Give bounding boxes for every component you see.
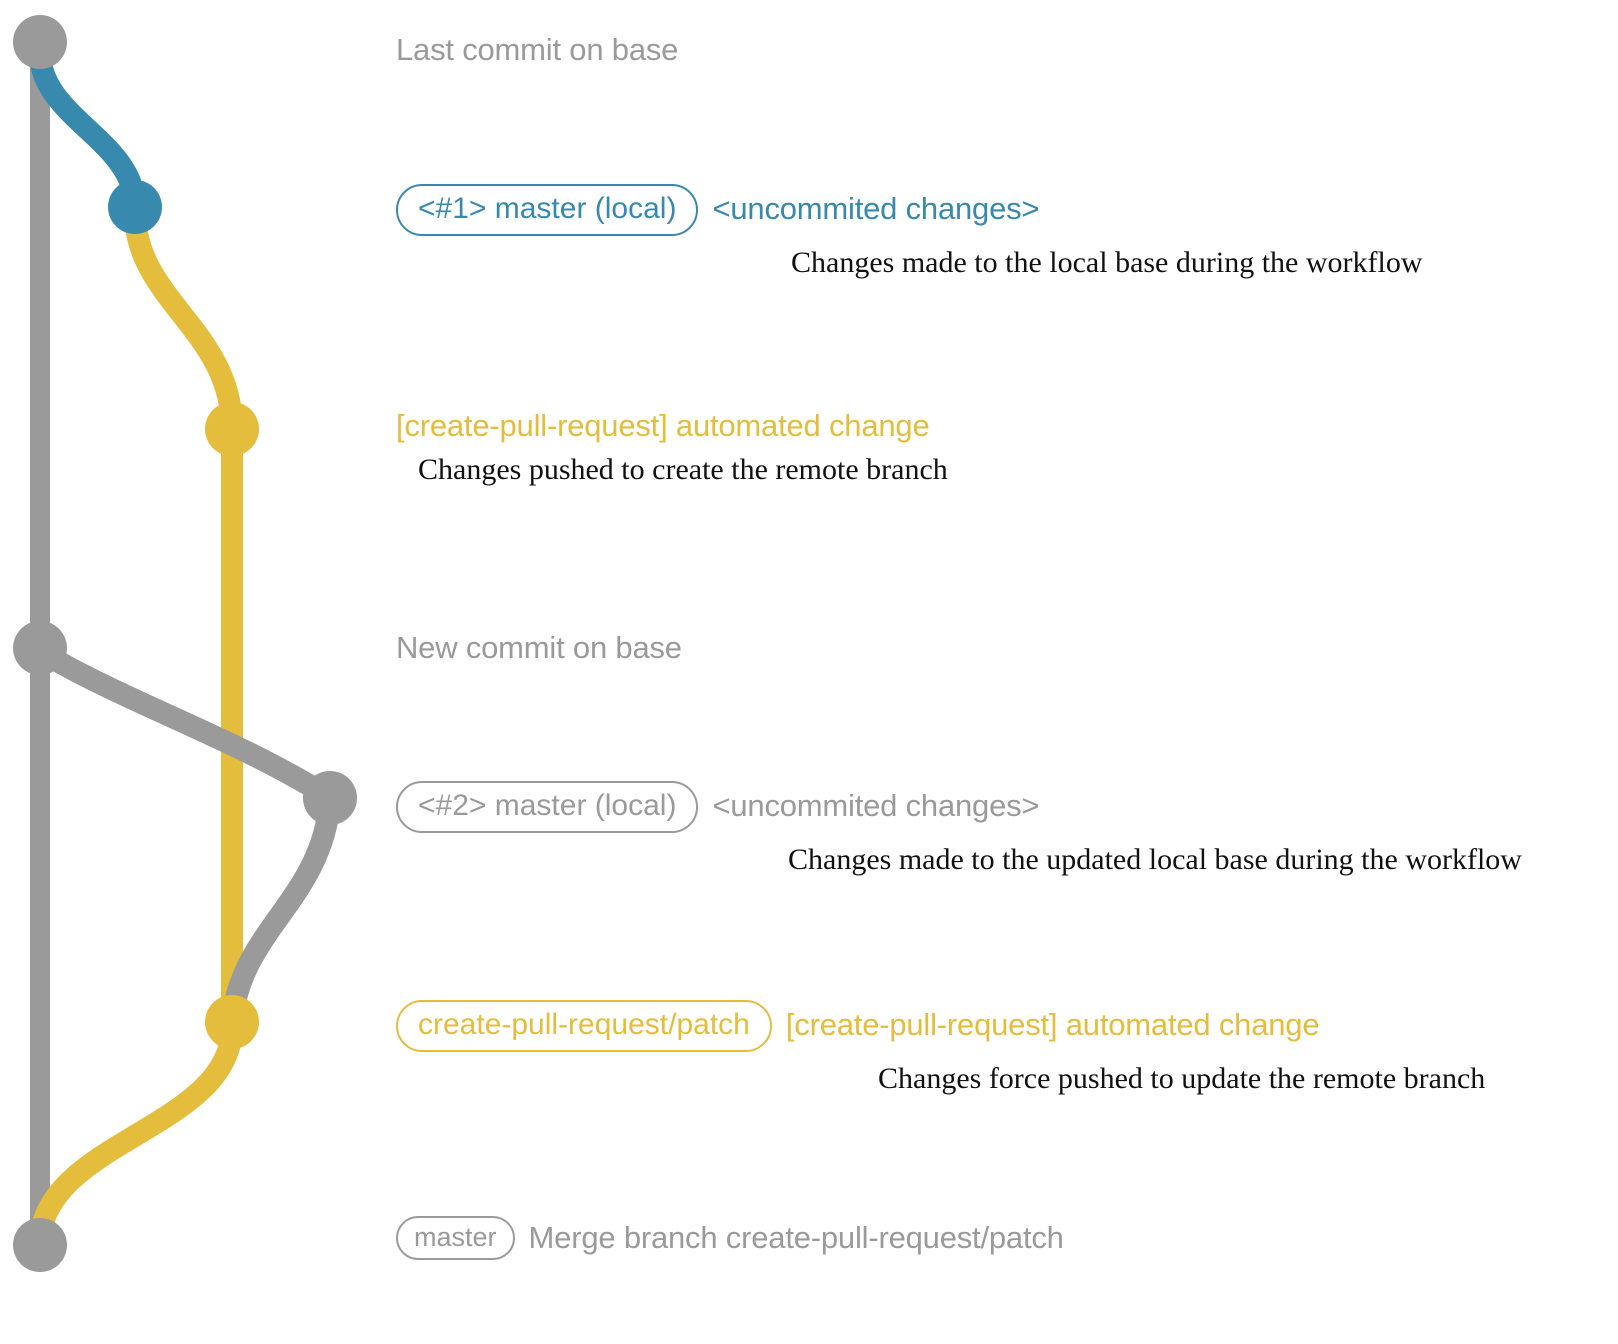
node-last-commit-on-base[interactable] xyxy=(13,15,67,69)
node-master-local-2[interactable] xyxy=(303,771,357,825)
edge-local-2-to-patch-2 xyxy=(221,789,341,1033)
edge-local-1-to-patch-1 xyxy=(124,201,243,440)
row-last-commit-on-base: Last commit on base xyxy=(396,32,678,68)
node-patch-commit-1[interactable] xyxy=(205,402,259,456)
commit-subject: Merge branch create-pull-request/patch xyxy=(528,1219,1064,1255)
commit-description: Changes made to the updated local base d… xyxy=(788,842,1522,876)
row-new-commit-on-base: New commit on base xyxy=(396,630,682,666)
edge-base-to-local-2 xyxy=(29,640,341,809)
commit-subject: [create-pull-request] automated change xyxy=(785,1007,1320,1043)
commit-subject: <uncommited changes> xyxy=(712,788,1040,824)
node-patch-commit-2[interactable] xyxy=(205,995,259,1049)
row-merge-master: master Merge branch create-pull-request/… xyxy=(396,1216,1064,1261)
commit-subject: <uncommited changes> xyxy=(712,191,1040,227)
row-patch-commit-1: [create-pull-request] automated change C… xyxy=(396,408,948,487)
row-master-local-2: <#2> master (local) <uncommited changes>… xyxy=(396,781,1522,877)
edge-patch-2-to-merge xyxy=(29,1015,243,1256)
branch-badge-master-local-2[interactable]: <#2> master (local) xyxy=(396,781,699,833)
commit-description: Changes pushed to create the remote bran… xyxy=(418,452,948,486)
commit-headline: Last commit on base xyxy=(396,32,679,67)
branch-badge-master-local-1[interactable]: <#1> master (local) xyxy=(396,184,699,236)
commit-description: Changes force pushed to update the remot… xyxy=(878,1061,1486,1095)
node-master-local-1[interactable] xyxy=(108,180,162,234)
branch-badge-create-pull-request-patch[interactable]: create-pull-request/patch xyxy=(396,1000,772,1052)
row-patch-commit-2: create-pull-request/patch [create-pull-r… xyxy=(396,1000,1485,1096)
row-master-local-1: <#1> master (local) <uncommited changes>… xyxy=(396,184,1423,280)
edge-base-to-local-1 xyxy=(29,41,146,218)
commit-subject: [create-pull-request] automated change xyxy=(396,408,930,443)
commit-description: Changes made to the local base during th… xyxy=(791,245,1423,279)
branch-badge-master[interactable]: master xyxy=(396,1216,515,1261)
node-new-commit-on-base[interactable] xyxy=(13,621,67,675)
commit-headline: New commit on base xyxy=(396,630,682,665)
node-merge-master[interactable] xyxy=(13,1218,67,1272)
commit-graph xyxy=(13,15,357,1272)
